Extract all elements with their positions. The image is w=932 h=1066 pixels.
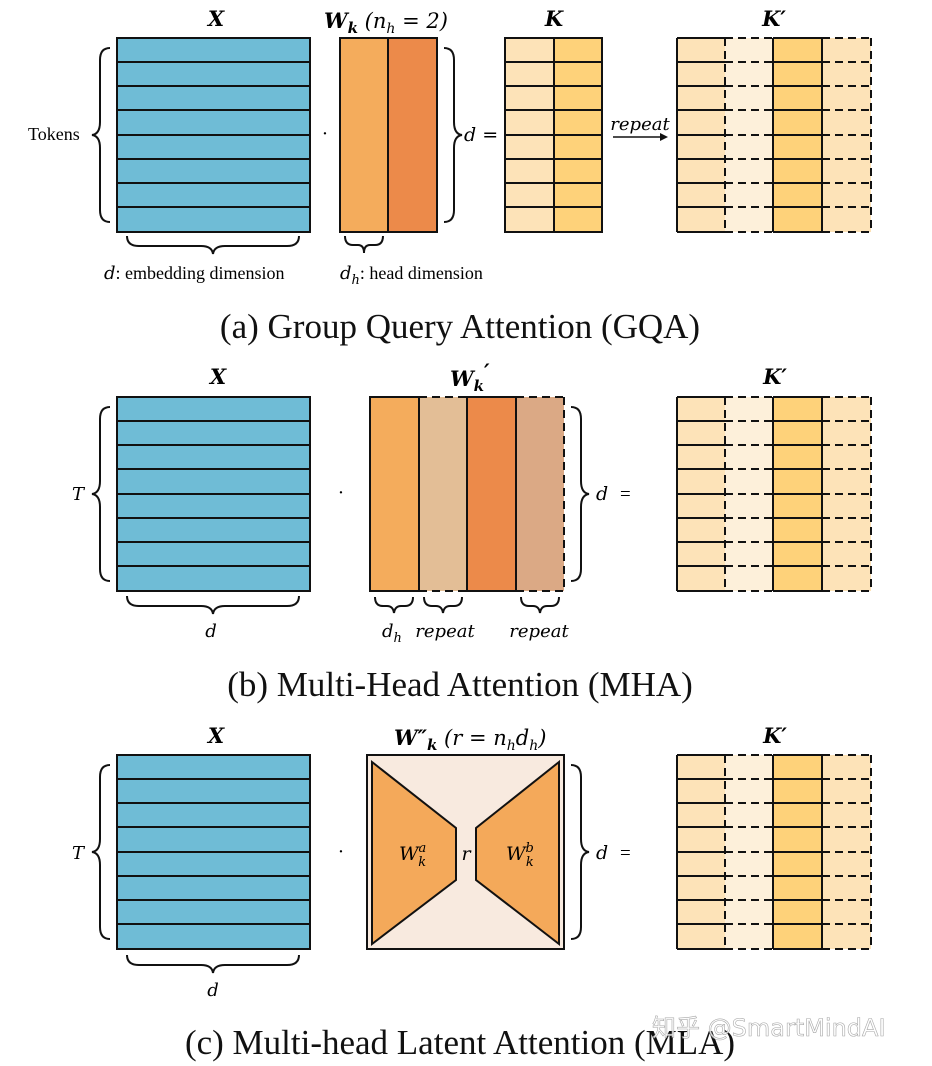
mla-kprime-matrix <box>676 754 872 950</box>
mha-kprime-matrix <box>676 396 872 592</box>
mla-x-title: X <box>206 723 225 748</box>
mla-eq: = <box>620 843 631 864</box>
mha-t-brace <box>91 406 111 582</box>
mla-w-matrix <box>366 754 565 950</box>
gqa-embed-brace <box>126 235 300 255</box>
gqa-embed-label: d: embedding dimension <box>104 263 285 284</box>
mla-wb-trapezoid <box>475 759 560 947</box>
mha-w-matrix <box>369 396 565 592</box>
gqa-kprime-title: K′ <box>761 6 786 31</box>
gqa-head-brace <box>344 235 384 254</box>
mla-w-title: W″k (r = nhdh) <box>394 725 546 754</box>
gqa-tokens-label: Tokens <box>28 124 80 144</box>
gqa-x-title: X <box>206 6 225 31</box>
mla-dot: · <box>338 841 345 863</box>
mla-kprime-title: K′ <box>762 723 787 748</box>
watermark-text: 知乎 @SmartMindAI <box>652 1014 886 1042</box>
mla-d-label: d <box>596 842 608 864</box>
mla-x-matrix <box>116 754 311 950</box>
mla-bottom-d: d <box>207 980 219 1001</box>
gqa-dot: · <box>322 123 329 145</box>
mha-dot: · <box>338 482 345 504</box>
mha-w-title: Wk′ <box>450 359 490 395</box>
gqa-w-title: Wk (nh = 2) <box>324 8 448 37</box>
mla-t-label: T <box>72 843 86 864</box>
mha-repeat2-brace <box>520 596 560 614</box>
mha-repeat1-label: repeat <box>415 621 475 642</box>
mla-caption: (c) Multi-head Latent Attention (MLA) <box>185 1023 735 1062</box>
mha-d-label: d <box>596 483 608 505</box>
mha-x-title: X <box>208 364 227 389</box>
gqa-panel: X Wk (nh = 2) K K′ Tokens d: embedding d… <box>28 6 872 346</box>
gqa-d-eq: d = <box>464 124 498 146</box>
mha-repeat1-brace <box>423 596 463 614</box>
mla-wa-trapezoid <box>371 759 457 947</box>
gqa-k-title: K <box>544 6 564 31</box>
gqa-caption: (a) Group Query Attention (GQA) <box>220 307 700 346</box>
gqa-tokens-brace <box>91 47 111 223</box>
mha-bottom-d: d <box>205 621 217 642</box>
mha-bottom-brace <box>126 595 300 615</box>
gqa-w-matrix <box>339 37 438 233</box>
mla-r-label: r <box>461 843 472 865</box>
gqa-head-label: dh: head dimension <box>340 263 483 288</box>
mha-dh-brace <box>374 596 414 614</box>
mha-panel: X Wk′ K′ T d · <box>72 359 872 704</box>
mla-t-brace <box>91 764 111 940</box>
gqa-x-matrix <box>116 37 311 233</box>
mha-repeat2-label: repeat <box>509 621 569 642</box>
mla-bottom-brace <box>126 954 300 974</box>
mha-d-brace <box>570 406 590 582</box>
mha-eq: = <box>620 484 631 505</box>
gqa-repeat-label: repeat <box>610 114 670 135</box>
gqa-d-brace <box>443 47 463 223</box>
gqa-repeat-arrowhead <box>660 133 668 141</box>
gqa-kprime-matrix <box>676 37 872 233</box>
mla-d-brace <box>570 764 590 940</box>
mha-t-label: T <box>72 484 86 505</box>
mha-kprime-title: K′ <box>762 364 787 389</box>
gqa-k-matrix <box>504 37 603 233</box>
mha-dh-label: dh <box>382 621 402 646</box>
mha-caption: (b) Multi-Head Attention (MHA) <box>227 665 693 704</box>
mha-x-matrix <box>116 396 311 592</box>
